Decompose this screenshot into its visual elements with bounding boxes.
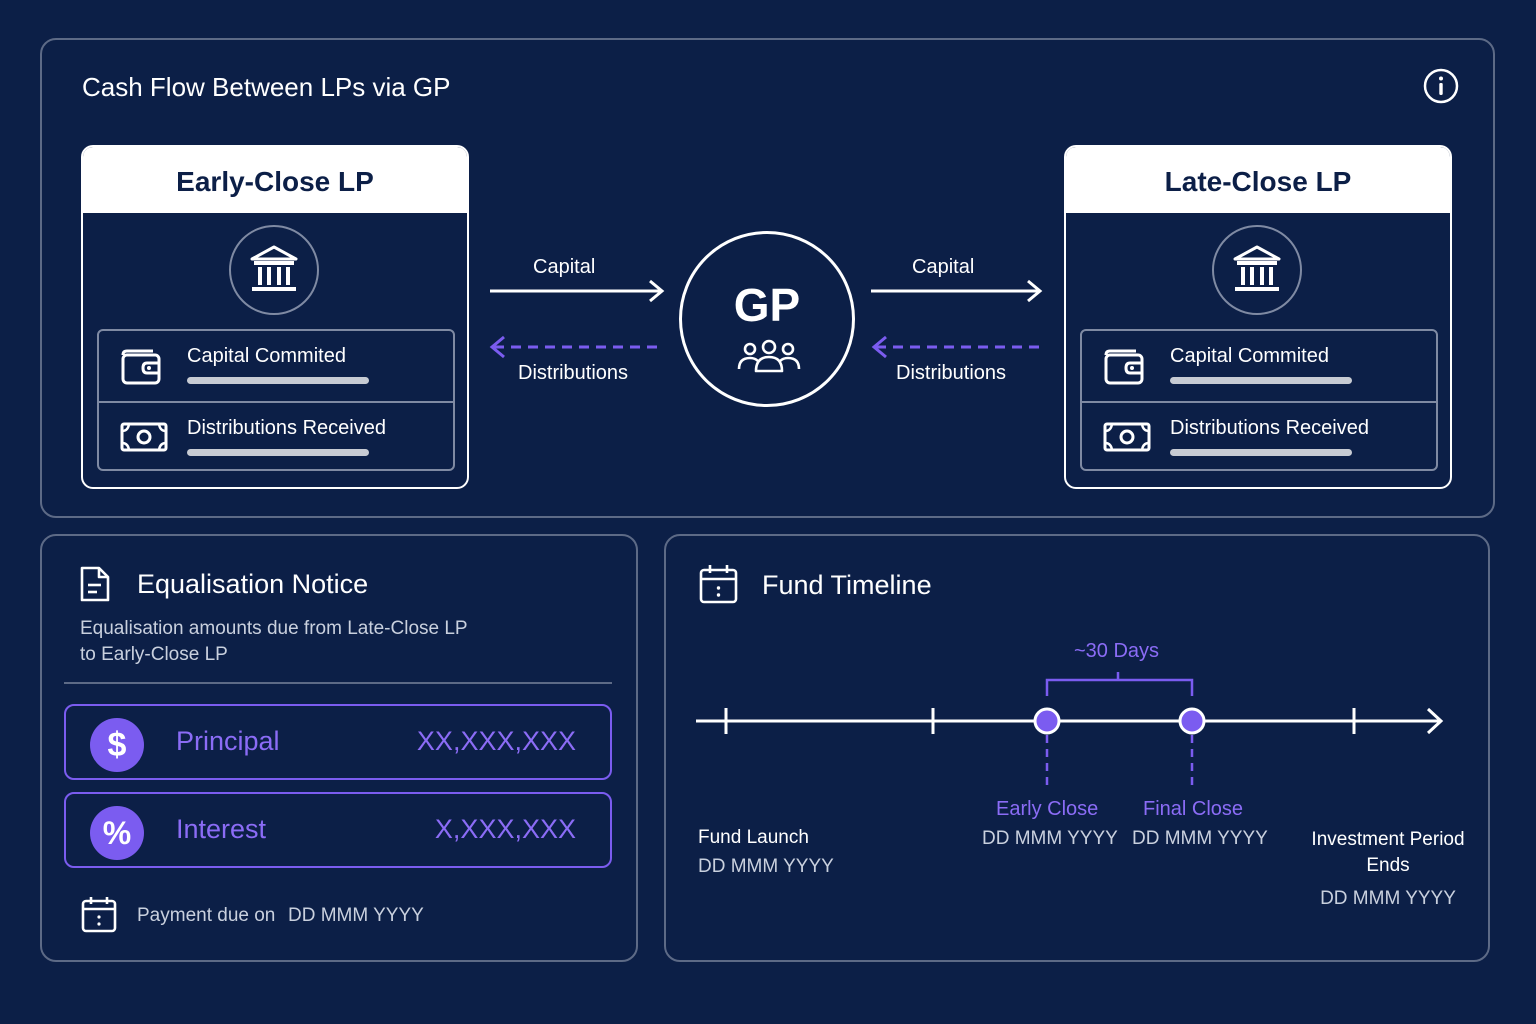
people-icon <box>737 339 801 373</box>
final-close-label: Final Close <box>1143 798 1244 820</box>
cash-icon <box>1103 422 1151 452</box>
capital-committed-row: Capital Commited <box>1082 331 1436 401</box>
timeline-axis <box>696 672 1444 790</box>
investment-period-label-line1: Investment Period <box>1311 829 1465 850</box>
interest-row: % Interest X,XXX,XXX <box>64 792 612 868</box>
distributions-received-bar <box>187 449 369 456</box>
fund-timeline-panel <box>664 534 1490 962</box>
distributions-received-label: Distributions Received <box>1170 417 1369 439</box>
divider <box>64 682 612 684</box>
gp-node: GP <box>679 231 855 407</box>
early-close-lp-card: Early-Close LP Capital Commited <box>81 145 469 489</box>
document-icon <box>80 566 110 602</box>
early-close-lp-title: Early-Close LP <box>83 147 467 213</box>
cash-flow-title: Cash Flow Between LPs via GP <box>82 72 451 102</box>
right-distributions-label: Distributions <box>896 362 1007 384</box>
right-capital-label: Capital <box>912 256 975 278</box>
principal-label: Principal <box>176 726 280 756</box>
payment-due-label: Payment due on <box>137 905 276 926</box>
interest-value: X,XXX,XXX <box>434 814 576 844</box>
cash-icon <box>120 422 168 452</box>
left-capital-label: Capital <box>533 256 596 278</box>
percent-icon: % <box>90 806 144 860</box>
capital-committed-bar <box>1170 377 1352 384</box>
early-lp-metrics: Capital Commited Distributions Received <box>97 329 455 471</box>
early-close-marker <box>1033 707 1061 735</box>
distributions-received-row: Distributions Received <box>1082 401 1436 473</box>
distributions-received-row: Distributions Received <box>99 401 453 473</box>
bank-icon <box>1212 225 1302 315</box>
distributions-received-label: Distributions Received <box>187 417 386 439</box>
principal-row: $ Principal XX,XXX,XXX <box>64 704 612 780</box>
investment-period-label-line2: Ends <box>1366 855 1410 876</box>
right-capital-arrow <box>871 279 1043 303</box>
fund-launch-date: DD MMM YYYY <box>698 856 834 877</box>
fund-launch-label: Fund Launch <box>698 827 809 848</box>
capital-committed-bar <box>187 377 369 384</box>
late-lp-metrics: Capital Commited Distributions Received <box>1080 329 1438 471</box>
equalisation-notice-title: Equalisation Notice <box>137 569 369 599</box>
distributions-received-bar <box>1170 449 1352 456</box>
cash-flow-panel <box>40 38 1495 518</box>
investment-period-date: DD MMM YYYY <box>1320 888 1456 909</box>
left-distributions-label: Distributions <box>518 362 629 384</box>
dollar-icon: $ <box>90 718 144 772</box>
final-close-marker <box>1178 707 1206 735</box>
gap-label: ~30 Days <box>1074 640 1160 662</box>
fund-timeline-title: Fund Timeline <box>762 570 932 600</box>
equalisation-notice-panel <box>40 534 638 962</box>
calendar-icon <box>81 897 117 933</box>
wallet-icon <box>1104 349 1144 385</box>
interest-label: Interest <box>176 814 267 844</box>
late-close-lp-title: Late-Close LP <box>1066 147 1450 213</box>
equalisation-subtitle-line1: Equalisation amounts due from Late-Close… <box>80 618 468 639</box>
capital-committed-label: Capital Commited <box>1170 345 1329 367</box>
early-close-label: Early Close <box>996 798 1099 820</box>
payment-due-date: DD MMM YYYY <box>288 905 424 926</box>
wallet-icon <box>121 349 161 385</box>
gp-label: GP <box>733 279 801 331</box>
left-capital-arrow <box>490 279 665 303</box>
calendar-icon <box>699 565 738 604</box>
final-close-date: DD MMM YYYY <box>1132 828 1268 849</box>
info-icon[interactable] <box>1422 67 1460 105</box>
capital-committed-row: Capital Commited <box>99 331 453 401</box>
left-distributions-arrow <box>489 335 664 359</box>
capital-committed-label: Capital Commited <box>187 345 346 367</box>
late-close-lp-card: Late-Close LP Capital Commited <box>1064 145 1452 489</box>
principal-value: XX,XXX,XXX <box>416 726 576 756</box>
early-close-date: DD MMM YYYY <box>982 828 1118 849</box>
flow-arrows <box>489 279 1043 359</box>
equalisation-subtitle-line2: to Early-Close LP <box>80 644 228 665</box>
bank-icon <box>229 225 319 315</box>
right-distributions-arrow <box>871 335 1042 359</box>
